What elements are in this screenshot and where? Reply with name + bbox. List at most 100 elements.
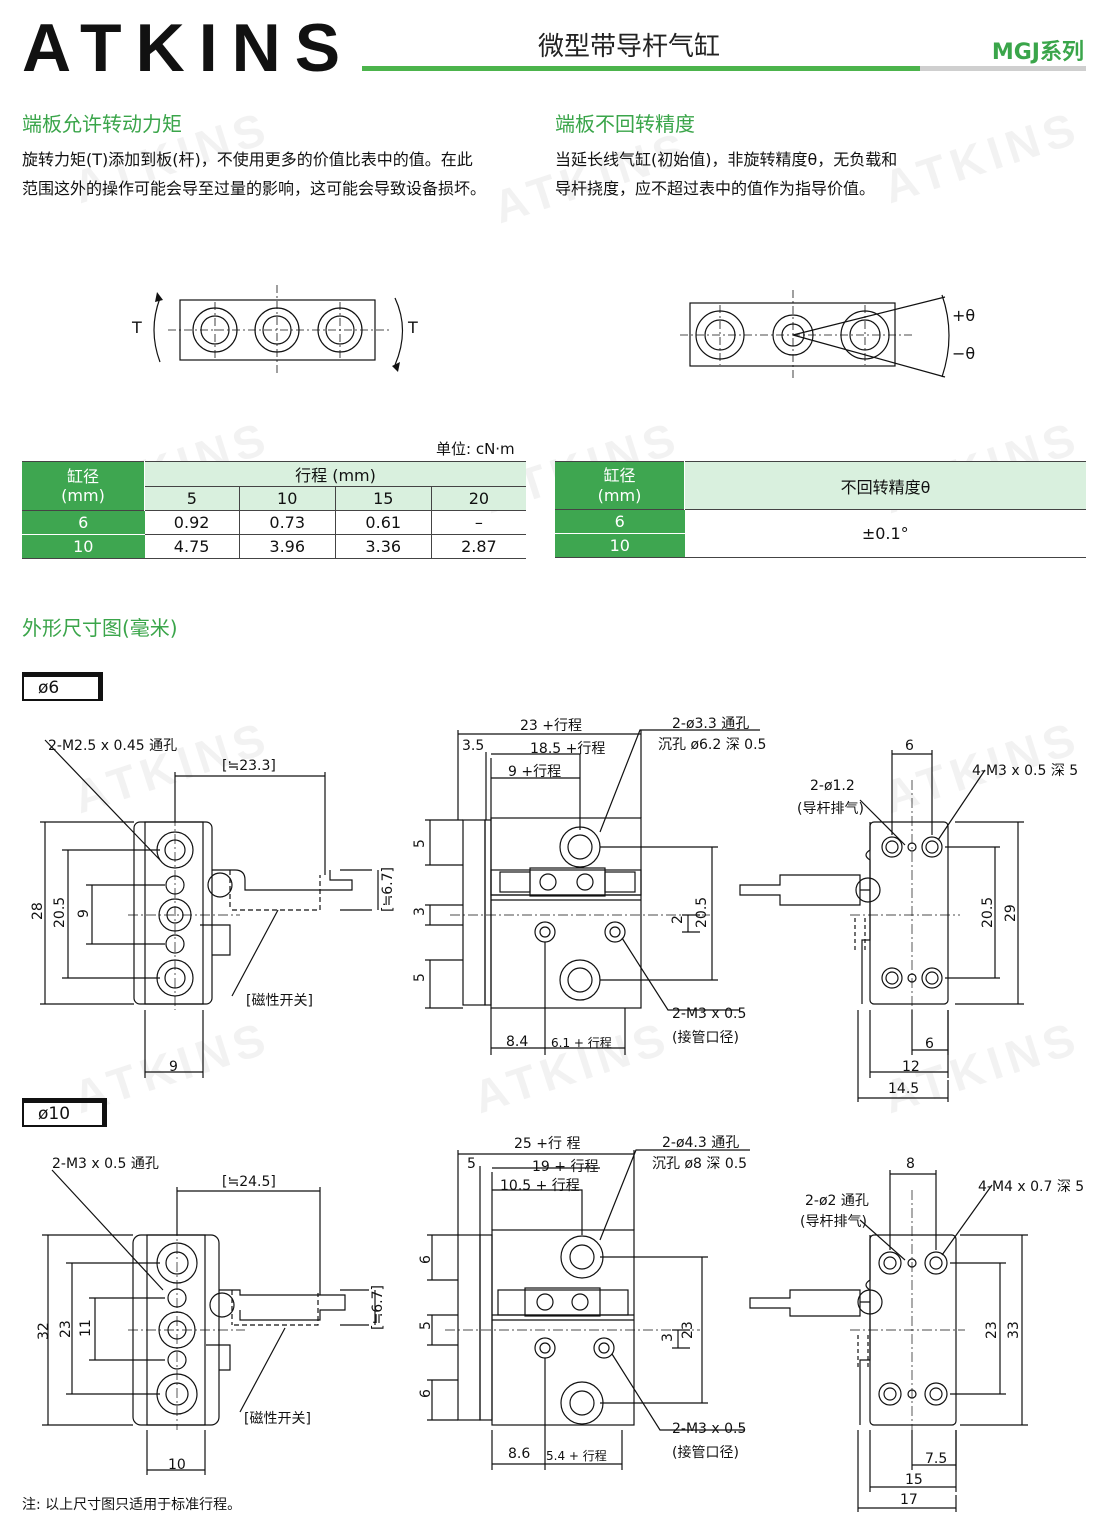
- d6-rear-tap: 4-M3 x 0.5 深 5: [972, 763, 1079, 779]
- d10-side-inner: 10.5 + 行程: [500, 1178, 580, 1194]
- d10-side-v5: 5: [418, 1321, 434, 1330]
- d10-rear-h33: 33: [1006, 1321, 1022, 1339]
- size-label-10: ø10: [22, 1098, 107, 1127]
- d6-front-h9: 9: [76, 909, 92, 918]
- torque-description: 旋转力矩(T)添加到板(杆)，不使用更多的价值比表中的值。在此 范围这外的操作可…: [22, 145, 486, 203]
- accuracy-value: ±0.1°: [861, 524, 909, 543]
- footer-note: 注: 以上尺寸图只适用于标准行程。: [22, 1497, 242, 1513]
- torque-value: 0.61: [335, 510, 432, 535]
- d10-rear-vent: 2-ø2 通孔: [805, 1193, 869, 1209]
- torque-t-left: T: [132, 318, 142, 337]
- d6-front-thread: 2-M2.5 x 0.45 通孔: [48, 738, 178, 754]
- d6-rear-h205: 20.5: [980, 896, 996, 928]
- bore-cell: 6: [22, 510, 145, 535]
- d6-rear-vent-note: (导杆排气): [797, 801, 864, 817]
- d6-side-hole: 2-ø3.3 通孔: [672, 716, 750, 732]
- torque-value: 4.75: [144, 534, 240, 559]
- stroke-header: 行程 (mm): [144, 461, 526, 487]
- d10-front-h23: 23: [58, 1320, 74, 1338]
- bore-cell: 10: [555, 533, 685, 558]
- bore-cell: 6: [555, 509, 685, 534]
- d6-side-inner: 9 +行程: [508, 764, 562, 780]
- d6-side-v5a: 5: [412, 839, 428, 848]
- stroke-5: 5: [144, 486, 240, 511]
- d6-side-total: 23 +行程: [520, 718, 582, 734]
- table-row: 6 0.92 0.73 0.61 –: [22, 510, 526, 535]
- d6-side-port-note: (接管口径): [672, 1030, 739, 1046]
- header-gray-bar: [920, 66, 1086, 71]
- bore-header-cell: 缸径 (mm): [22, 461, 145, 511]
- d10-rear-b15: 15: [905, 1472, 923, 1488]
- stroke-10: 10: [239, 486, 336, 511]
- d10-front-approx: [≒24.5]: [222, 1174, 276, 1190]
- d6-front-approx: [≒23.3]: [222, 758, 276, 774]
- stroke-20: 20: [431, 486, 526, 511]
- d10-side-b54: 5.4 + 行程: [546, 1449, 607, 1463]
- d10-side-v3: 3: [660, 1333, 676, 1342]
- d10-rear-b75: 7.5: [925, 1451, 948, 1467]
- d10-side-v6b: 6: [418, 1389, 434, 1398]
- d10-side-cbore: 沉孔 ø8 深 0.5: [652, 1156, 748, 1172]
- d10-front-rod: [≒6.7]: [370, 1285, 386, 1330]
- d6-front-h205: 20.5: [52, 896, 68, 928]
- torque-line-2: 范围这外的操作可能会导至过量的影响，这可能会导致设备损坏。: [22, 179, 487, 198]
- header-green-bar: [362, 66, 920, 71]
- d6-rear-h29: 29: [1003, 904, 1019, 922]
- d6-side-port: 2-M3 x 0.5: [672, 1006, 747, 1022]
- series-label: MGJ系列: [991, 40, 1084, 65]
- d6-front-h28: 28: [30, 902, 46, 920]
- d10-rear-w8: 8: [906, 1156, 915, 1172]
- accuracy-header: 不回转精度θ: [684, 461, 1086, 510]
- d10-side-port-note: (接管口径): [672, 1445, 739, 1461]
- table-row: 10: [555, 533, 1086, 558]
- bore-unit: (mm): [597, 485, 642, 505]
- d10-side-total: 25 +行 程: [514, 1136, 581, 1152]
- d10-front-h32: 32: [36, 1322, 52, 1340]
- brand-logo: ATKINS: [22, 10, 355, 86]
- bore-header: 缸径: [603, 465, 636, 485]
- torque-value: 3.36: [335, 534, 432, 559]
- drawing-d6: [40, 729, 1024, 1102]
- accuracy-table: 缸径 (mm) 不回转精度θ 6 ±0.1° 10: [555, 461, 1086, 558]
- torque-value: 0.73: [239, 510, 336, 535]
- d6-rear-w6: 6: [905, 738, 914, 754]
- bore-unit: (mm): [61, 486, 105, 505]
- d6-side-v205: 20.5: [694, 896, 710, 928]
- product-title: 微型带导杆气缸: [538, 32, 721, 62]
- plus-theta-label: +θ: [952, 306, 976, 325]
- accuracy-diagram: [680, 290, 950, 380]
- d6-rear-b12: 12: [902, 1059, 920, 1075]
- d6-side-cbore: 沉孔 ø6.2 深 0.5: [658, 737, 767, 753]
- bore-header: 缸径: [66, 467, 99, 486]
- accuracy-line-1: 当延长线气缸(初始值)，非旋转精度θ，无负载和: [555, 150, 898, 169]
- d10-rear-h23: 23: [984, 1321, 1000, 1339]
- d6-side-v2: 2: [670, 915, 686, 924]
- d10-side-port: 2-M3 x 0.5: [672, 1421, 747, 1437]
- torque-diagram: [153, 285, 404, 375]
- accuracy-heading: 端板不回转精度: [555, 112, 695, 136]
- accuracy-line-2: 导杆挠度，应不超过表中的值作为指导价值。: [555, 179, 876, 198]
- d6-rear-b145: 14.5: [888, 1081, 920, 1097]
- bore-header-cell: 缸径 (mm): [555, 461, 685, 510]
- d6-side-b84: 8.4: [506, 1034, 529, 1050]
- size-label-6: ø6: [22, 672, 103, 701]
- d10-front-switch: [磁性开关]: [244, 1411, 311, 1427]
- d6-side-v5b: 5: [412, 973, 428, 982]
- d10-side-hole: 2-ø4.3 通孔: [662, 1135, 740, 1151]
- bore-cell: 10: [22, 534, 145, 559]
- d10-rear-vent-note: (导杆排气): [800, 1214, 867, 1230]
- watermark: ATKINS: [876, 100, 1087, 214]
- d6-rear-b6: 6: [925, 1036, 934, 1052]
- torque-value: –: [474, 513, 483, 532]
- torque-heading: 端板允许转动力矩: [22, 112, 182, 136]
- drawing-d10: [42, 1149, 1028, 1512]
- table-row: 6 ±0.1°: [555, 509, 1086, 543]
- d10-front-thread: 2-M3 x 0.5 通孔: [52, 1156, 159, 1172]
- torque-line-1: 旋转力矩(T)添加到板(杆)，不使用更多的价值比表中的值。在此: [22, 150, 473, 169]
- d6-side-mid: 18.5 +行程: [530, 741, 606, 757]
- minus-theta-label: −θ: [952, 344, 976, 363]
- d6-side-b61: 6.1 + 行程: [551, 1036, 612, 1050]
- d10-front-w10: 10: [168, 1457, 186, 1473]
- d6-side-plate: 3.5: [462, 738, 485, 754]
- d10-rear-b17: 17: [900, 1492, 918, 1508]
